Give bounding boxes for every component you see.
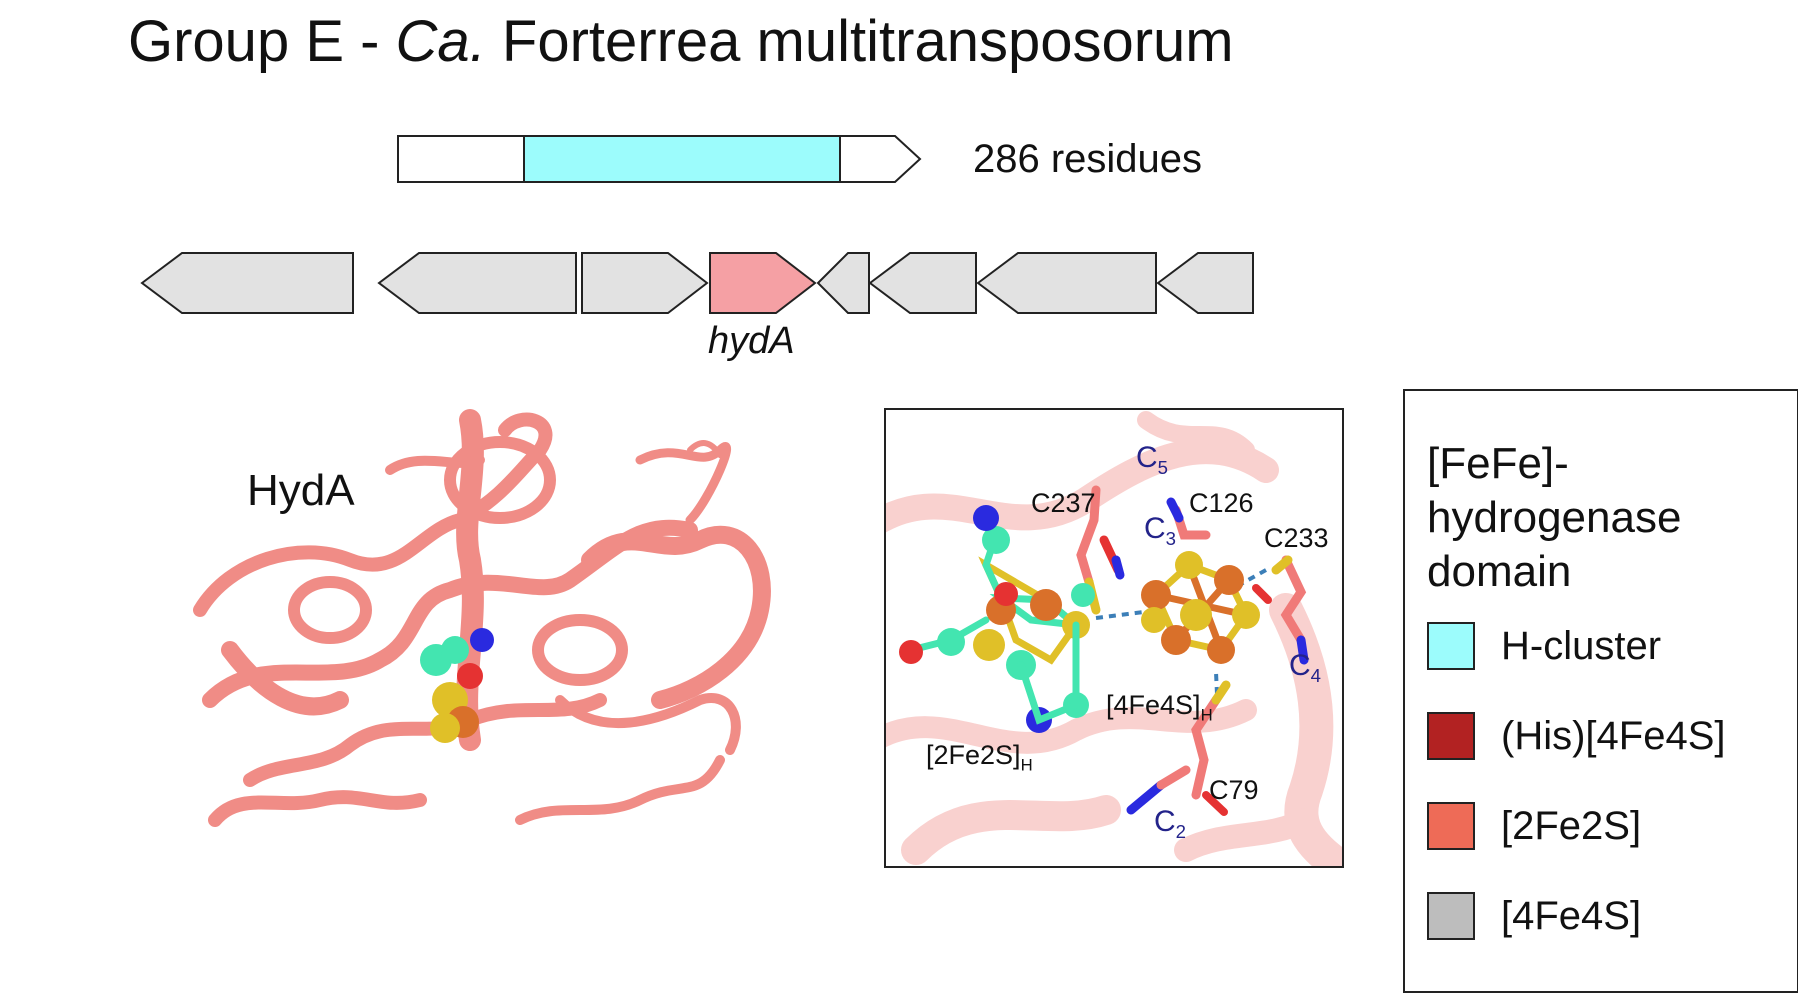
c4-base: C — [1289, 649, 1311, 682]
title-prefix: Group E - — [128, 9, 396, 74]
fe-atom — [1141, 580, 1171, 610]
gene-neighborhood — [140, 252, 1254, 314]
active-site-drawing — [886, 411, 1342, 866]
o-atom — [899, 640, 923, 664]
coordinating-label-c4: C4 — [1289, 650, 1321, 692]
fe-atom — [1030, 589, 1062, 621]
legend-item-2fe2s: [2Fe2S] — [1427, 801, 1641, 851]
c3-base: C — [1144, 512, 1166, 545]
legend-title: [FeFe]-hydrogenase domain — [1427, 439, 1682, 596]
cluster-4fe4s-sub: H — [1200, 705, 1213, 725]
legend-label-4fe4s: [4Fe4S] — [1501, 893, 1642, 938]
s-atom — [1141, 607, 1167, 633]
c-atom — [1071, 583, 1095, 607]
gene-arrow-2 — [377, 252, 577, 314]
domain-legend: [FeFe]-hydrogenase domain H-cluster (His… — [1403, 389, 1798, 993]
residue-label-c233: C233 — [1264, 523, 1329, 553]
two-fe-two-s-cluster — [899, 505, 1095, 733]
gene-diagram-canvas — [140, 135, 1254, 827]
legend-label-2fe2s: [2Fe2S] — [1501, 803, 1642, 848]
c4-sub: 4 — [1310, 665, 1322, 686]
gene-arrow-5 — [868, 252, 977, 314]
sphere-nitrogen — [470, 628, 494, 652]
cluster-4fe4s-base: [4Fe4S] — [1106, 690, 1201, 720]
hyda-gene-label: hydA — [708, 320, 795, 362]
active-site-inset: C237 C126 C233 C79 [4Fe4S]H [2Fe2S]H C5 … — [884, 408, 1344, 868]
legend-label-his-4fe4s: (His)[4Fe4S] — [1501, 713, 1726, 758]
residue-count: 286 residues — [973, 137, 1203, 181]
legend-swatch-2fe2s — [1427, 802, 1475, 850]
legend-swatch-4fe4s — [1427, 892, 1475, 940]
title-species-prefix: Ca. — [395, 9, 486, 74]
hyda-protein-cartoon — [193, 409, 771, 827]
legend-item-h-cluster: H-cluster — [1427, 621, 1661, 671]
domain-architecture-bar — [397, 135, 922, 183]
legend-swatch-h-cluster — [1427, 622, 1475, 670]
s-atom — [973, 629, 1005, 661]
legend-item-his-4fe4s: (His)[4Fe4S] — [1427, 711, 1726, 761]
sphere-oxygen — [457, 663, 483, 689]
c-atom — [982, 526, 1010, 554]
o-atom — [994, 582, 1018, 606]
gene-arrow-1 — [140, 252, 354, 314]
c-atom — [937, 628, 965, 656]
cluster-2fe2s-base: [2Fe2S] — [926, 740, 1021, 770]
inset-background-ribbons — [886, 411, 1342, 866]
residue-label-c126: C126 — [1189, 488, 1254, 518]
gene-arrow-3 — [581, 252, 709, 314]
s-atom — [1232, 601, 1260, 629]
c2-base: C — [1154, 805, 1176, 838]
c2-sub: 2 — [1175, 821, 1187, 842]
cluster-label-2fe2s-h: [2Fe2S]H — [926, 740, 1033, 780]
sphere-sulfur — [430, 713, 460, 743]
n-atom — [973, 505, 999, 531]
fe-atom — [1207, 636, 1235, 664]
gene-arrow-4 — [816, 252, 870, 314]
gene-arrow-6 — [976, 252, 1157, 314]
c5-sub: 5 — [1157, 457, 1169, 478]
title-species-name: Forterrea multitransposorum — [485, 9, 1234, 74]
legend-label-h-cluster: H-cluster — [1501, 623, 1662, 668]
coordinating-label-c5: C5 — [1136, 442, 1168, 484]
figure-title: Group E - Ca. Forterrea multitransposoru… — [128, 6, 1234, 78]
coordinating-label-c2: C2 — [1154, 806, 1186, 848]
gene-arrow-hyda — [709, 252, 817, 314]
legend-swatch-his-4fe4s — [1427, 712, 1475, 760]
cluster-2fe2s-sub: H — [1020, 755, 1033, 775]
c5-base: C — [1136, 441, 1158, 474]
c3-sub: 3 — [1165, 528, 1177, 549]
coordinating-label-c3: C3 — [1144, 513, 1176, 555]
fe-atom — [1175, 551, 1203, 579]
legend-item-4fe4s: [4Fe4S] — [1427, 891, 1641, 941]
s-atom — [1180, 599, 1212, 631]
active-site-spheres — [420, 628, 494, 743]
four-fe-four-s-cluster — [1141, 551, 1260, 664]
cluster-label-4fe4s-h: [4Fe4S]H — [1106, 690, 1213, 730]
sphere-carbon — [441, 636, 469, 664]
gene-arrow-7 — [1156, 252, 1254, 314]
hyda-structure-label: HydA — [247, 466, 355, 515]
fe-atom — [1161, 625, 1191, 655]
cysteine-sticks — [1076, 485, 1309, 816]
residue-label-c79: C79 — [1209, 775, 1259, 805]
fe-atom — [1214, 565, 1244, 595]
h-cluster-domain-segment — [523, 135, 841, 183]
residue-label-c237: C237 — [1031, 488, 1096, 518]
